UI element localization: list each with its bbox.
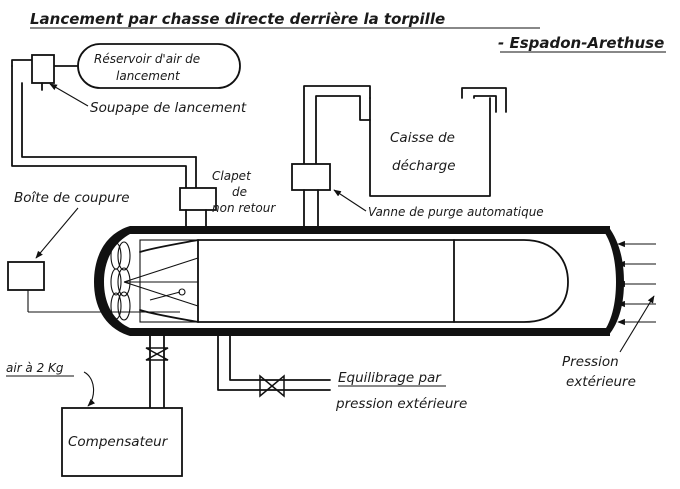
non-return-valve [179,187,217,211]
torpedo-tube [94,226,624,336]
clapet-label-1: Clapet [212,169,252,183]
clapet-label-2: de [232,185,247,199]
title-text: Lancement par chasse directe derrière la… [30,10,445,28]
equilibrage-label-1: Equilibrage par [338,370,442,386]
clapet-label-3: non retour [212,201,276,215]
external-pressure-arrows [617,240,656,326]
reservoir-label-1: Réservoir d'air de [94,52,200,66]
diagram-title: Lancement par chasse directe derrière la… [30,10,666,53]
compensator-circuit: Compensateur [61,335,183,477]
cutoff-box [7,261,180,313]
compensator-valve-icon [145,347,169,361]
equalisation-valve-icon [259,374,285,398]
equilibrage-label-2: pression extérieure [335,396,467,412]
launch-pipe [11,65,217,229]
caisse-label-1: Caisse de [390,130,455,146]
compensateur-label: Compensateur [68,434,169,450]
torpedo-propeller [110,241,199,321]
pression-label-1: Pression [562,354,619,370]
caisse-label-2: décharge [392,158,456,174]
air-label: air à 2 Kg [6,361,64,375]
boite-label: Boîte de coupure [14,190,130,206]
pression-label-2: extérieure [566,374,636,390]
vanne-label: Vanne de purge automatique [368,205,544,219]
automatic-purge-valve [291,163,331,191]
air-reservoir: Réservoir d'air de lancement [77,43,241,89]
soupape-label: Soupape de lancement [90,100,247,116]
reservoir-label-2: lancement [116,69,181,83]
torpedo [110,239,569,323]
discharge-tank: Caisse de décharge [369,87,507,197]
subtitle-text: - Espadon-Arethuse [498,34,664,52]
launch-valve [11,54,79,84]
purge-pipe [291,85,371,229]
compensator-box [61,407,183,477]
equalisation-pipe [217,335,331,398]
